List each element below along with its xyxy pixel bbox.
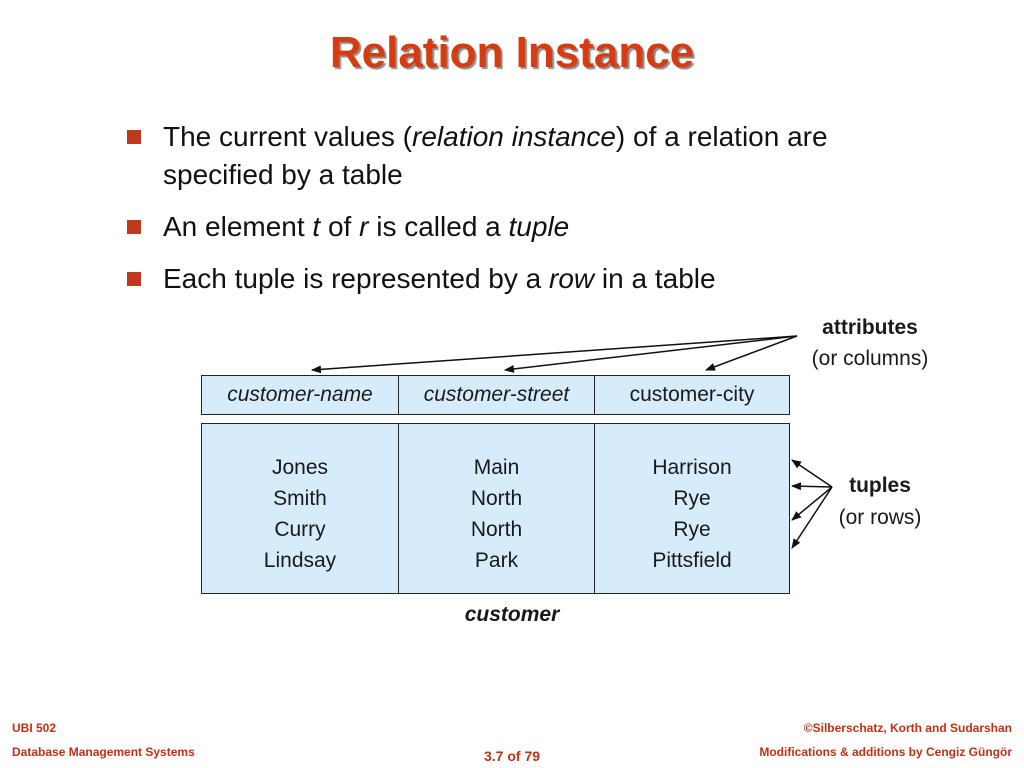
column-header: customer-street bbox=[399, 376, 595, 414]
bullet-text-part: Each tuple is represented by a bbox=[163, 263, 550, 294]
table-cell: North bbox=[470, 518, 523, 541]
attribute-arrow bbox=[705, 335, 798, 371]
footer-copyright: ©Silberschatz, Korth and Sudarshan bbox=[803, 721, 1012, 735]
bullet-text-part: is called a bbox=[368, 211, 509, 242]
table-cell: Smith bbox=[273, 487, 327, 510]
table-cell: Rye bbox=[673, 518, 711, 541]
column-header: customer-name bbox=[202, 376, 399, 414]
attributes-label: attributes bbox=[822, 316, 918, 339]
bullet-text-part-italic: tuple bbox=[508, 211, 570, 242]
bullet-text-part: in a table bbox=[594, 263, 716, 294]
tuple-arrow bbox=[791, 486, 833, 549]
table-cell: Harrison bbox=[652, 456, 732, 479]
table-cell: Lindsay bbox=[263, 549, 337, 572]
relation-name-caption: customer bbox=[464, 603, 560, 626]
table-cell: Rye bbox=[673, 487, 711, 510]
footer-course-name: Database Management Systems bbox=[12, 745, 195, 759]
table-cell: Jones bbox=[271, 456, 329, 479]
square-bullet-icon bbox=[127, 272, 141, 286]
bullet-text-part-italic: r bbox=[359, 211, 369, 242]
relation-header: customer-name customer-street customer-c… bbox=[201, 375, 790, 415]
footer-course-code: UBI 502 bbox=[12, 721, 57, 735]
table-cell: Main bbox=[473, 456, 520, 479]
tuple-arrow bbox=[791, 486, 833, 521]
column-header: customer-city bbox=[629, 383, 755, 406]
bullet-text-part-italic: row bbox=[549, 263, 595, 294]
table-column: Jones Smith Curry Lindsay bbox=[202, 424, 399, 593]
bullet-text-part: of bbox=[320, 211, 360, 242]
tuples-sublabel: (or rows) bbox=[838, 506, 922, 529]
table-cell: Park bbox=[474, 549, 519, 572]
bullet-item: The current values (relation instance) o… bbox=[125, 118, 945, 194]
square-bullet-icon bbox=[127, 220, 141, 234]
table-cell: Pittsfield bbox=[652, 549, 732, 572]
table-column: Harrison Rye Rye Pittsfield bbox=[595, 424, 789, 593]
tuple-arrow bbox=[791, 482, 833, 491]
attribute-arrow bbox=[311, 335, 798, 374]
bullet-list: The current values (relation instance) o… bbox=[125, 118, 945, 312]
footer-modifications: Modifications & additions by Cengiz Güng… bbox=[759, 745, 1012, 759]
bullet-text-part-italic: t bbox=[312, 211, 321, 242]
tuple-arrow bbox=[791, 459, 833, 488]
bullet-text-part: The current values ( bbox=[163, 121, 412, 152]
bullet-item: An element t of r is called a tuple bbox=[125, 208, 945, 246]
attributes-sublabel: (or columns) bbox=[811, 347, 929, 370]
bullet-item: Each tuple is represented by a row in a … bbox=[125, 260, 945, 298]
table-cell: Curry bbox=[274, 518, 326, 541]
bullet-text-part: ) of a relation are specified by a table bbox=[163, 121, 828, 190]
table-column: Main North North Park bbox=[399, 424, 595, 593]
relation-body: Jones Smith Curry Lindsay Main North Nor… bbox=[201, 423, 790, 594]
square-bullet-icon bbox=[127, 130, 141, 144]
table-cell: North bbox=[470, 487, 523, 510]
slide-title: Relation Instance bbox=[329, 28, 695, 77]
bullet-text-part-italic: relation instance bbox=[412, 121, 616, 152]
attribute-arrow bbox=[504, 335, 798, 373]
footer-page-number: 3.7 of 79 bbox=[483, 748, 541, 764]
tuples-label: tuples bbox=[849, 474, 911, 497]
bullet-text-part: An element bbox=[163, 211, 313, 242]
